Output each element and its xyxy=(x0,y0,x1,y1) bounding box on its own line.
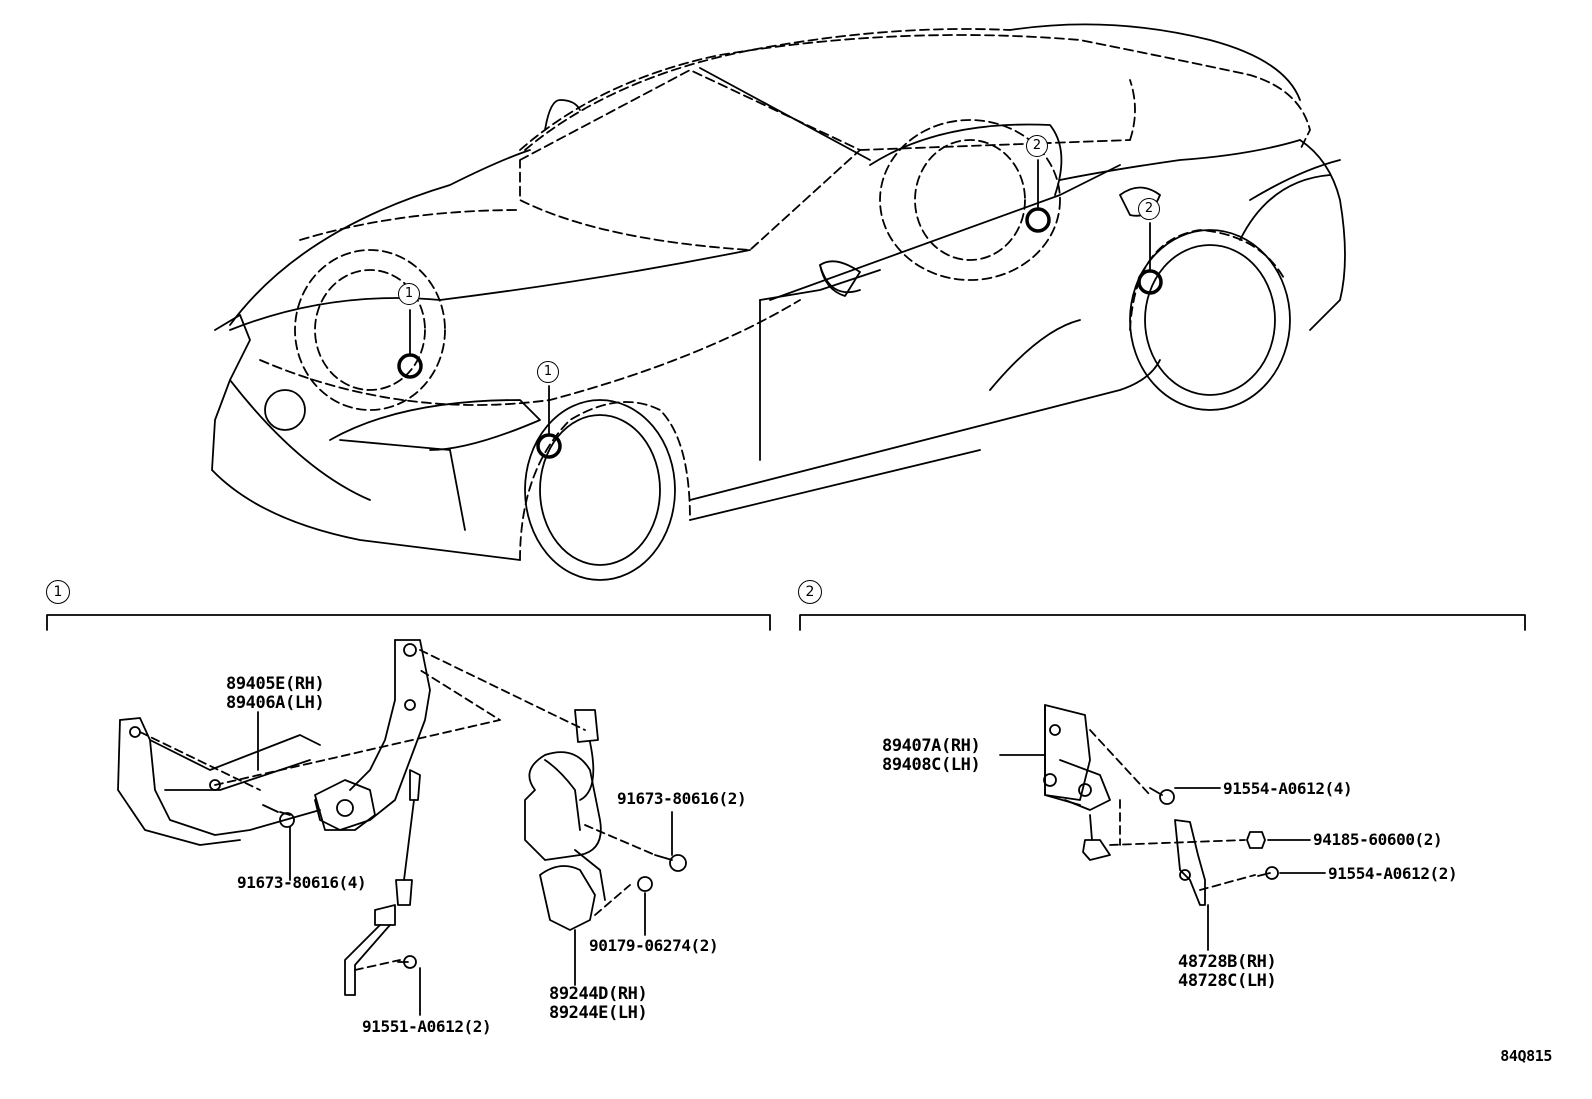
marker-1-front-left: 1 xyxy=(398,283,420,305)
section2-sensor-label-rh: 89407A(RH) xyxy=(882,736,981,756)
section1-bolt-a-label: 91673-80616(4) xyxy=(237,873,367,892)
section-brackets xyxy=(46,614,1526,631)
section2-bracket-label-rh: 48728B(RH) xyxy=(1178,952,1277,972)
section1-number: 1 xyxy=(46,580,70,604)
section2-parts xyxy=(999,704,1326,951)
section1-sensor-label-rh: 89405E(RH) xyxy=(226,674,325,694)
sensor-markers xyxy=(397,159,1163,459)
section2-sensor-label-lh: 89408C(LH) xyxy=(882,755,981,775)
section1-bolt-b-label: 91673-80616(2) xyxy=(617,789,747,808)
figure-reference: 84Q815 xyxy=(1500,1047,1552,1065)
marker-2-rear-lower: 2 xyxy=(1138,198,1160,220)
section1-actuator-label-lh: 89244E(LH) xyxy=(549,1003,648,1023)
car-body xyxy=(211,23,1346,581)
section2-bracket-label-lh: 48728C(LH) xyxy=(1178,971,1277,991)
section2-nut-label: 94185-60600(2) xyxy=(1313,830,1443,849)
section2-number: 2 xyxy=(798,580,822,604)
section1-actuator-label-rh: 89244D(RH) xyxy=(549,984,648,1004)
section1-parts xyxy=(117,639,687,1016)
marker-1-front-right: 1 xyxy=(537,361,559,383)
section1-sensor-label-lh: 89406A(LH) xyxy=(226,693,325,713)
marker-2-rear-upper: 2 xyxy=(1026,135,1048,157)
section2-bolt-b-label: 91554-A0612(2) xyxy=(1328,864,1458,883)
section2-bolt-a-label: 91554-A0612(4) xyxy=(1223,779,1353,798)
section1-link-bolt-label: 91551-A0612(2) xyxy=(362,1017,492,1036)
section1-nut-label: 90179-06274(2) xyxy=(589,936,719,955)
